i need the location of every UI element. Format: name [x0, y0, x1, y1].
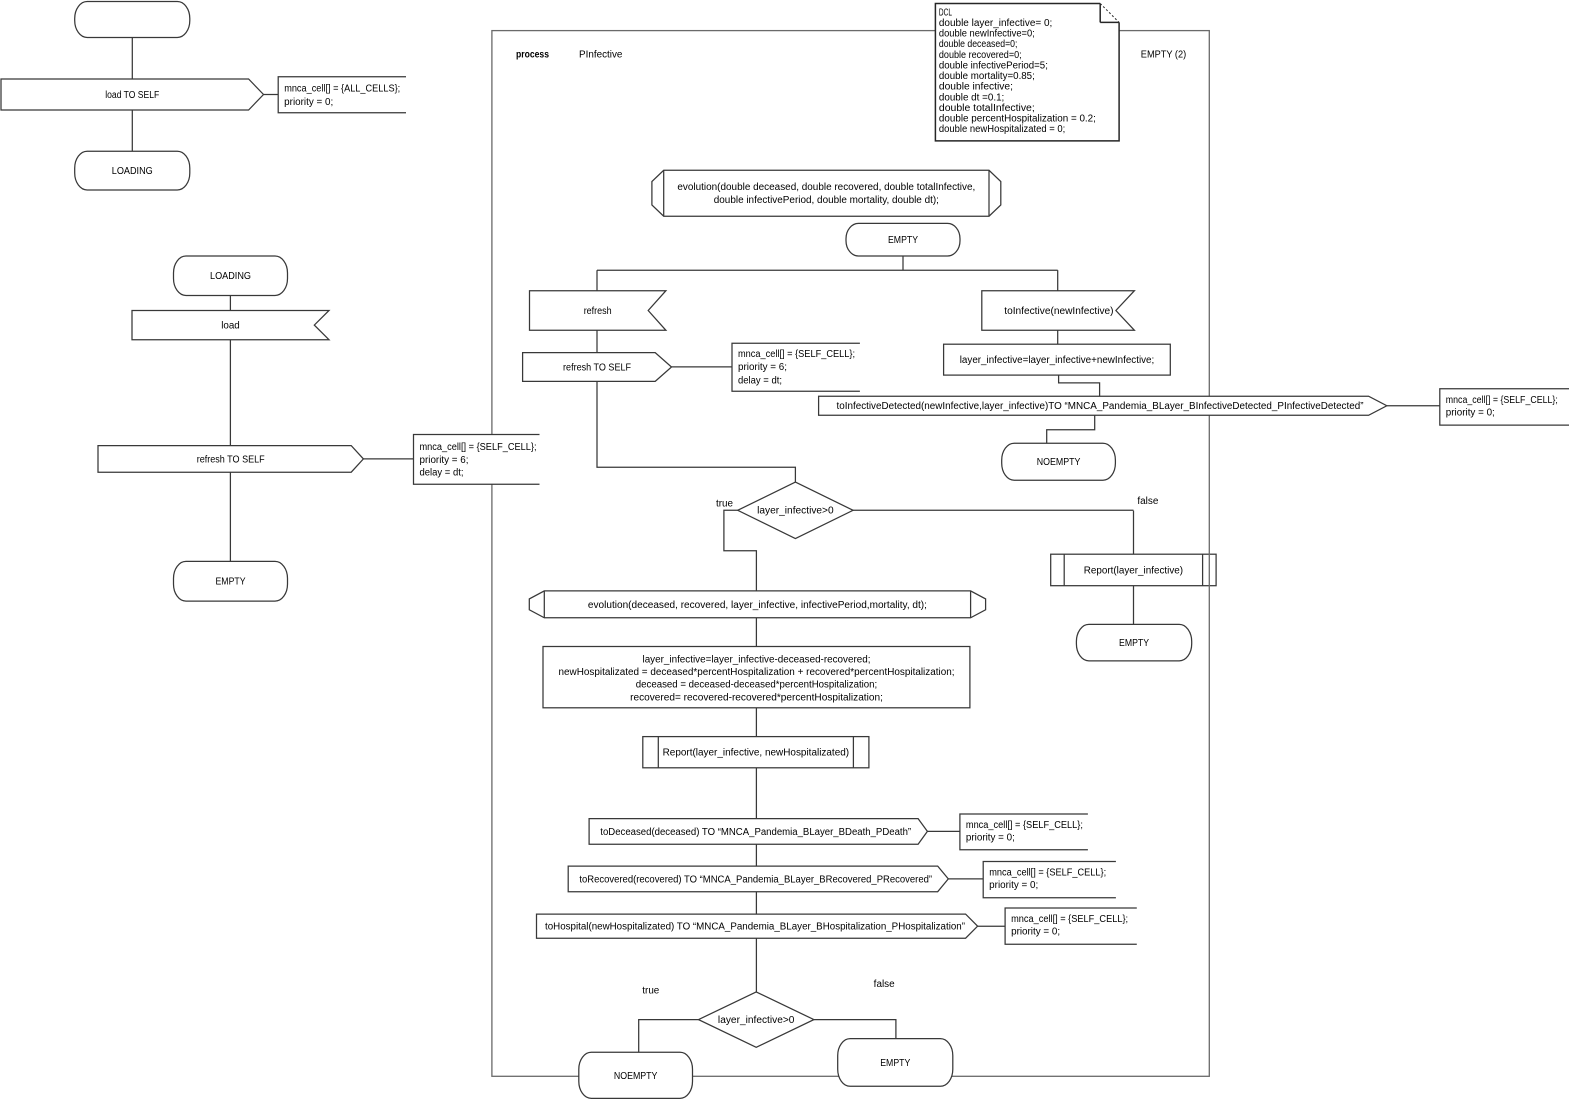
svg-text:EMPTY (2): EMPTY (2) [1141, 50, 1186, 61]
svg-text:double percentHospitalization: double percentHospitalization = 0.2; [939, 114, 1096, 125]
svg-text:deceased = deceased-deceased*p: deceased = deceased-deceased*percentHosp… [636, 680, 878, 691]
svg-text:true: true [716, 499, 734, 510]
svg-text:load TO SELF: load TO SELF [105, 90, 159, 101]
svg-text:double layer_infective= 0;: double layer_infective= 0; [939, 18, 1052, 29]
svg-text:layer_infective=layer_infectiv: layer_infective=layer_infective-deceased… [643, 654, 871, 665]
svg-text:Report(layer_infective, newHos: Report(layer_infective, newHospitalizate… [663, 748, 850, 759]
svg-text:toDeceased(deceased) TO “MNCA_: toDeceased(deceased) TO “MNCA_Pandemia_B… [600, 827, 911, 838]
svg-text:load: load [221, 321, 240, 332]
svg-text:priority = 0;: priority = 0; [989, 880, 1038, 891]
svg-text:true: true [642, 986, 660, 997]
svg-text:delay = dt;: delay = dt; [738, 375, 782, 386]
svg-text:mnca_cell[] = {SELF_CELL};: mnca_cell[] = {SELF_CELL}; [966, 820, 1083, 831]
svg-text:evolution(deceased, recovered,: evolution(deceased, recovered, layer_inf… [588, 600, 927, 611]
svg-text:mnca_cell[] = {SELF_CELL};: mnca_cell[] = {SELF_CELL}; [420, 442, 537, 453]
svg-text:toInfective(newInfective): toInfective(newInfective) [1004, 306, 1113, 317]
svg-text:double recovered=0;: double recovered=0; [939, 50, 1022, 61]
svg-text:newHospitalizated = deceased*p: newHospitalizated = deceased*percentHosp… [559, 667, 955, 678]
svg-text:EMPTY: EMPTY [880, 1058, 910, 1069]
svg-text:mnca_cell[] = {SELF_CELL};: mnca_cell[] = {SELF_CELL}; [989, 868, 1106, 879]
svg-text:priority = 0;: priority = 0; [284, 97, 333, 108]
svg-text:priority = 6;: priority = 6; [738, 362, 787, 373]
svg-text:toHospital(newHospitalizated): toHospital(newHospitalizated) TO “MNCA_P… [545, 922, 965, 933]
svg-text:delay = dt;: delay = dt; [420, 468, 464, 479]
svg-text:LOADING: LOADING [112, 166, 153, 177]
svg-text:priority = 6;: priority = 6; [420, 455, 469, 466]
svg-text:process: process [516, 50, 549, 61]
svg-text:priority = 0;: priority = 0; [966, 833, 1015, 844]
svg-text:layer_infective>0: layer_infective>0 [718, 1015, 795, 1026]
svg-text:layer_infective=layer_infectiv: layer_infective=layer_infective+newInfec… [960, 355, 1155, 366]
svg-text:double infective;: double infective; [939, 82, 1013, 93]
svg-text:false: false [874, 979, 896, 990]
svg-text:mnca_cell[] = {SELF_CELL};: mnca_cell[] = {SELF_CELL}; [1011, 914, 1128, 925]
svg-text:double deceased=0;: double deceased=0; [939, 39, 1018, 50]
svg-text:refresh TO SELF: refresh TO SELF [563, 362, 631, 373]
svg-text:toRecovered(recovered) TO “MNC: toRecovered(recovered) TO “MNCA_Pandemia… [579, 874, 932, 885]
svg-text:double dt =0.1;: double dt =0.1; [939, 92, 1004, 103]
svg-text:toInfectiveDetected(newInfecti: toInfectiveDetected(newInfective,layer_i… [837, 401, 1364, 412]
svg-text:double totalInfective;: double totalInfective; [939, 103, 1035, 114]
svg-text:refresh: refresh [584, 306, 612, 317]
svg-text:double infectivePeriod, double: double infectivePeriod, double mortality… [714, 195, 939, 206]
svg-text:EMPTY: EMPTY [888, 235, 918, 246]
svg-text:mnca_cell[] = {SELF_CELL};: mnca_cell[] = {SELF_CELL}; [738, 349, 855, 360]
svg-text:double mortality=0.85;: double mortality=0.85; [939, 71, 1035, 82]
svg-text:Report(layer_infective): Report(layer_infective) [1084, 565, 1183, 576]
svg-text:evolution(double deceased, dou: evolution(double deceased, double recove… [677, 182, 975, 193]
svg-text:layer_infective>0: layer_infective>0 [757, 506, 834, 517]
svg-text:EMPTY: EMPTY [216, 577, 246, 588]
svg-text:LOADING: LOADING [210, 271, 251, 282]
svg-text:refresh TO SELF: refresh TO SELF [197, 454, 265, 465]
svg-text:false: false [1137, 496, 1159, 507]
svg-text:priority = 0;: priority = 0; [1011, 927, 1060, 938]
svg-text:mnca_cell[] = {SELF_CELL};: mnca_cell[] = {SELF_CELL}; [1446, 395, 1558, 406]
svg-text:mnca_cell[] = {ALL_CELLS};: mnca_cell[] = {ALL_CELLS}; [284, 83, 400, 94]
svg-text:NOEMPTY: NOEMPTY [1037, 457, 1081, 468]
svg-text:PInfective: PInfective [579, 50, 623, 61]
svg-text:priority = 0;: priority = 0; [1446, 407, 1495, 418]
svg-text:double infectivePeriod=5;: double infectivePeriod=5; [939, 60, 1048, 71]
svg-text:double newInfective=0;: double newInfective=0; [939, 29, 1035, 40]
svg-text:DCL: DCL [939, 7, 952, 18]
svg-text:NOEMPTY: NOEMPTY [614, 1071, 658, 1082]
svg-text:double newHospitalizated = 0;: double newHospitalizated = 0; [939, 124, 1065, 135]
svg-text:recovered= recovered-recovered: recovered= recovered-recovered*percentHo… [630, 692, 883, 703]
svg-text:EMPTY: EMPTY [1119, 638, 1149, 649]
